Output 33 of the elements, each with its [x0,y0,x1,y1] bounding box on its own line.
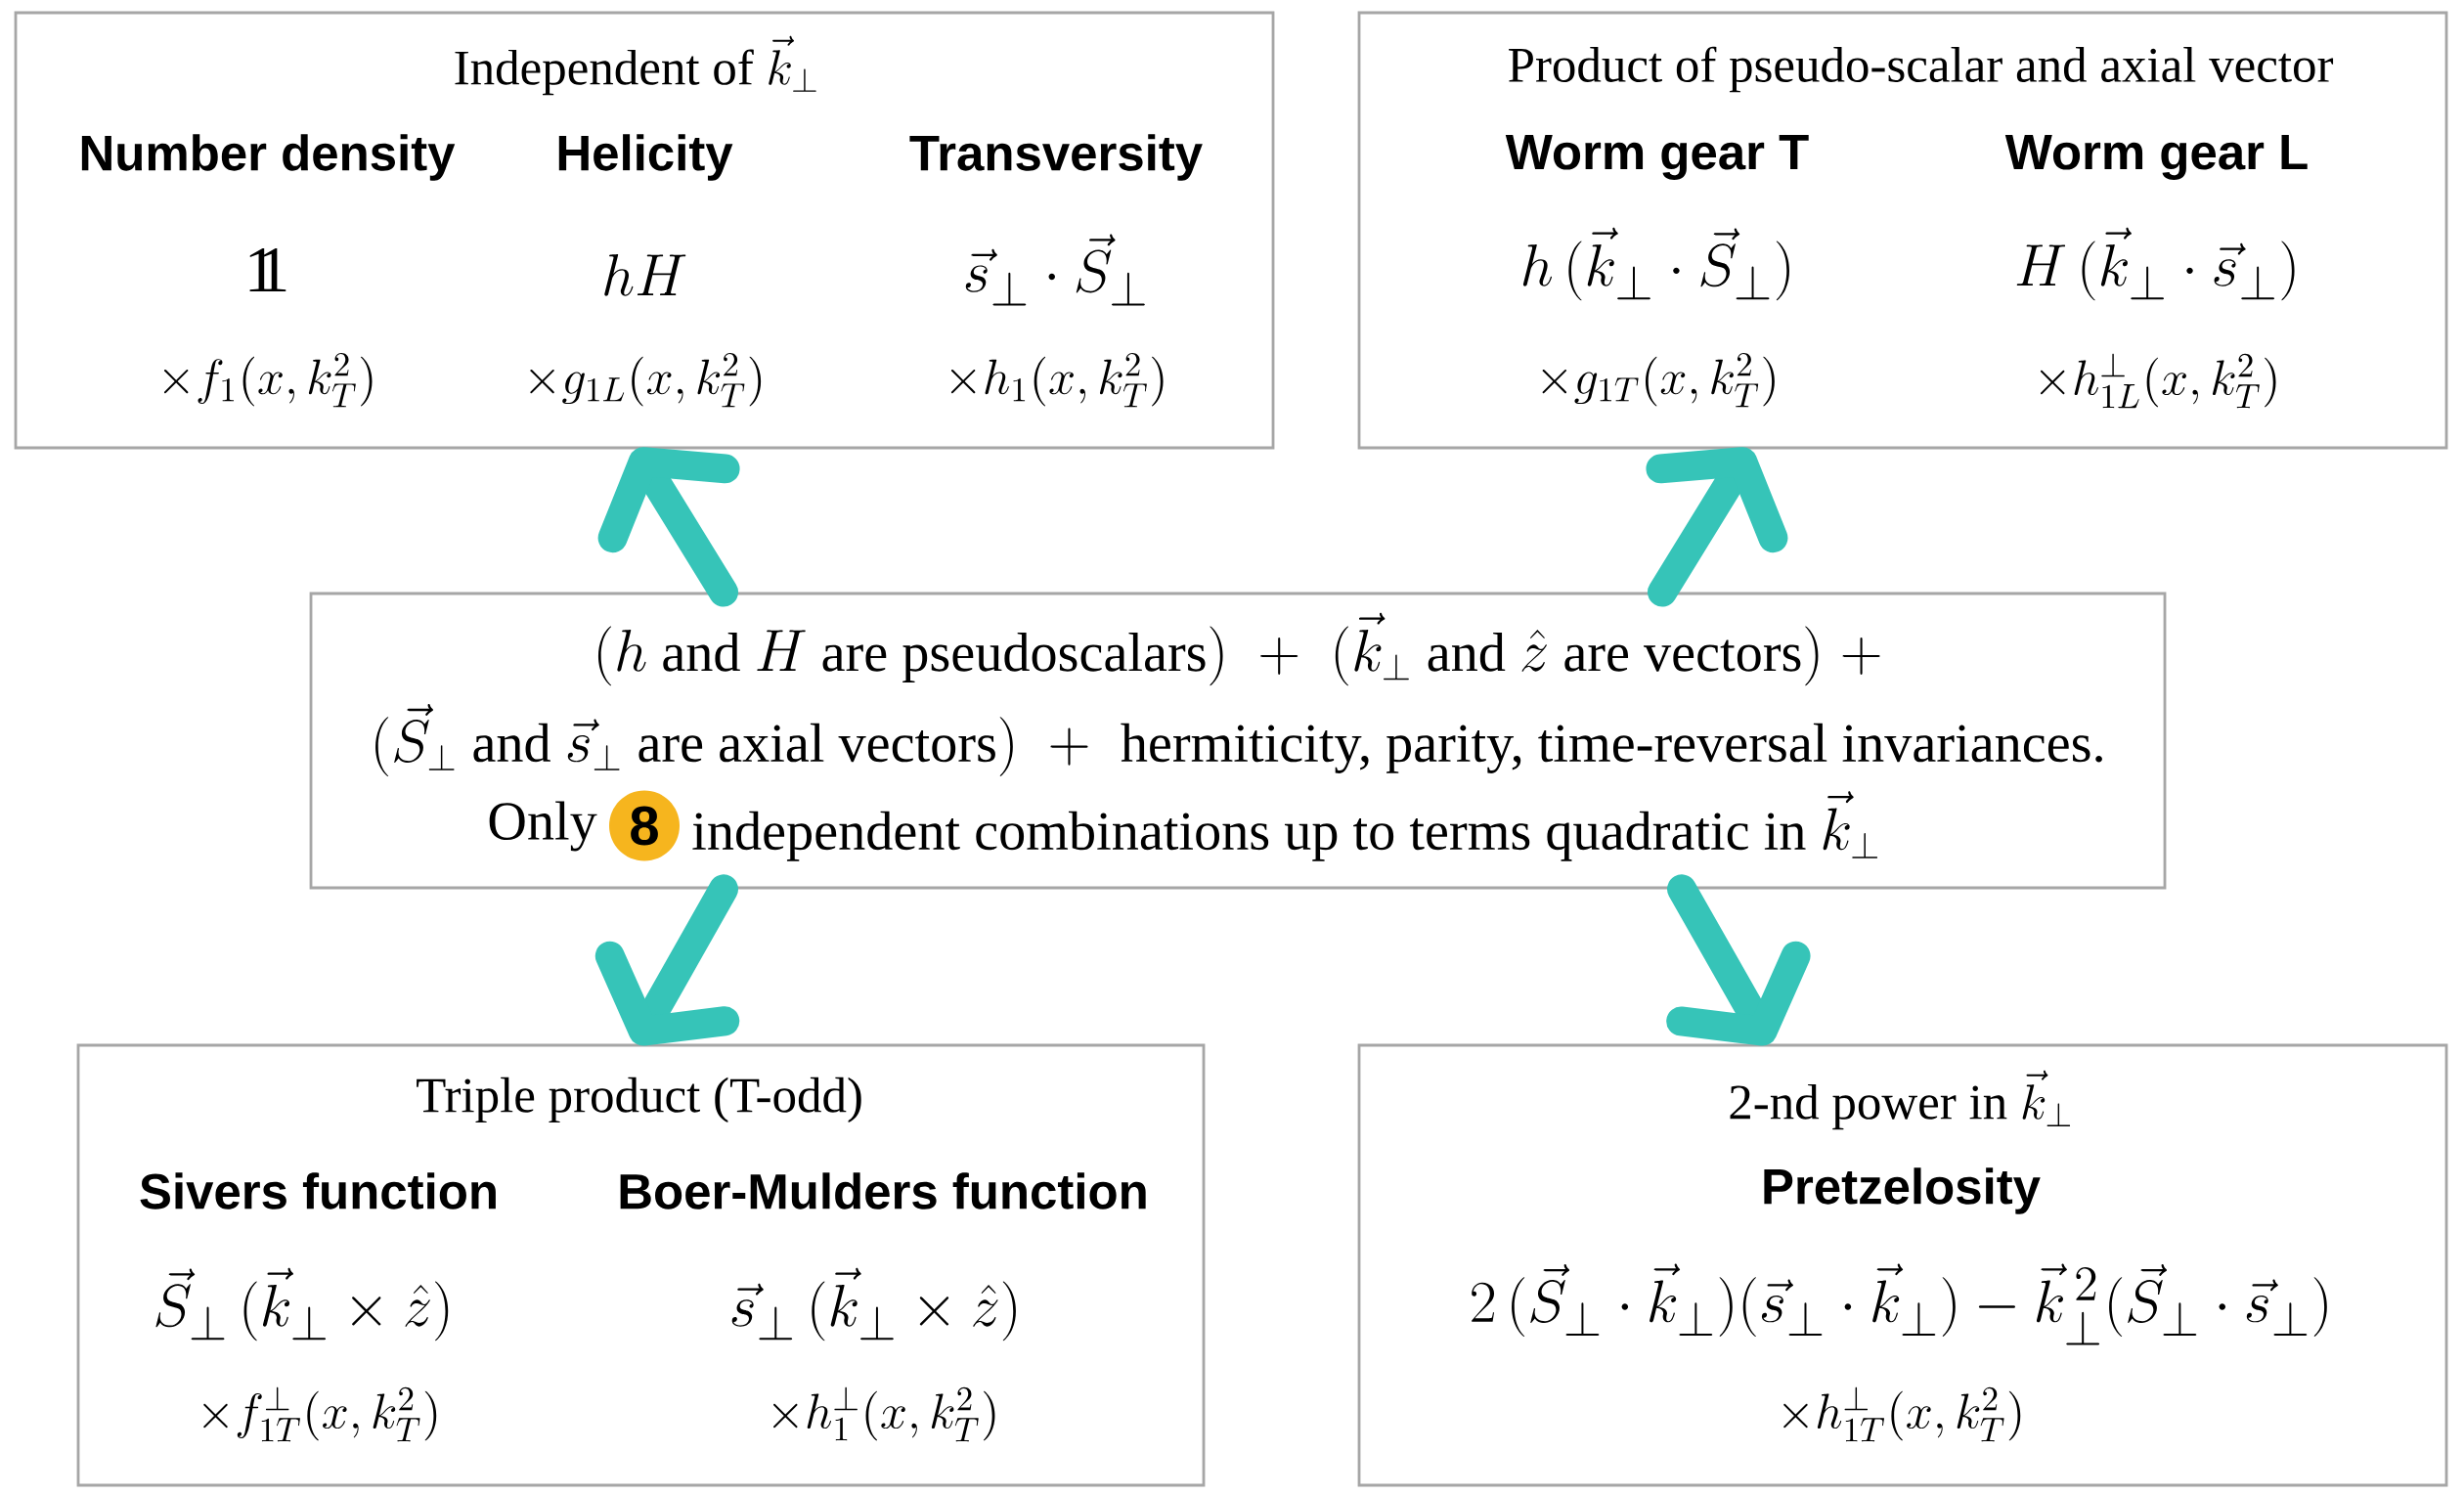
column-heading: Number density [81,134,456,181]
column-heading: Worm gear T [1505,135,1809,180]
factor-formula: $\times g_{1T}(x,k_T^2)$ [1542,352,1775,408]
formula: $h\,(\vec{k}_\perp\cdot\vec{S}_\perp)$ [1522,227,1789,301]
factor-formula: $\times h_{1L}^{\perp}(x,k_T^2)$ [2040,353,2276,409]
column-heading: Worm gear L [2004,135,2308,180]
body-text: $\text{independent combinations up to terms quadratic in }\vec{k}_\perp$ [692,791,1878,861]
factor-formula: $\times h_1(x,k_T^2)$ [950,352,1164,408]
body-text: Only [489,801,597,852]
heading-text: Triple product (T-odd) [417,1077,861,1123]
heading-text: $\text{Independent of }\vec{k}_\perp$ [455,35,816,96]
body-text: $(\vec{S}_\perp\text{ and }\vec{s}_\perp\text{ are axial vectors})\;+\;\text{hermiticity, parity, time-reversal invariances.}$ [375,704,2102,776]
column-heading: Transversity [909,134,1203,181]
column-heading: Sivers function [140,1172,496,1209]
body-text: $(h\text{ and }H\text{ are pseudoscalars})\;+\;(\vec{k}_\perp\text{ and }\hat{z}\text{ are vectors})\;+$ [597,612,1880,686]
column-heading: Pretzelosity [1764,1167,2041,1214]
formula: $2\,(\vec{S}_\perp\cdot\vec{k}_\perp)(\vec{s}_\perp\cdot\vec{k}_\perp)-\vec{k}_\perp^{\,2}(\vec{S}_\perp\cdot\vec{s}_\perp)$ [1472,1263,2327,1345]
number-badge: 8 [609,790,680,861]
formula: $\vec{s}_\perp\cdot\vec{S}_\perp$ [965,234,1145,306]
formula: $hH$ [604,253,686,296]
factor-formula: $\times f_1(x,k_T^2)$ [163,352,373,408]
formula: $\mathrm{1\!\!1}$ [249,248,286,292]
factor-formula: $\times h_1^{\perp}(x,k_T^2)$ [773,1386,995,1442]
formula: $\vec{s}_\perp\,(\vec{k}_\perp\times\hat{z})$ [731,1267,1016,1341]
heading-text: Product of pseudo-scalar and axial vector [1509,46,2334,93]
factor-formula: $\times f_{1T}^{\perp}(x,k_T^2)$ [203,1386,437,1442]
heading-text: $\text{2-nd power in }\vec{k}_\perp$ [1730,1070,2071,1130]
factor-formula: $\times g_{1L}(x,k_T^2)$ [530,352,762,408]
formula: $H\,(\vec{k}_\perp\cdot\vec{s}_\perp)$ [2016,227,2295,301]
column-heading: Helicity [558,134,733,181]
column-heading: Boer-Mulders function [620,1172,1146,1209]
formula: $\vec{S}_\perp\,(\vec{k}_\perp\times\hat{z})$ [155,1267,449,1341]
factor-formula: $\times h_{1T}^{\perp}(x,k_T^2)$ [1783,1386,2021,1442]
